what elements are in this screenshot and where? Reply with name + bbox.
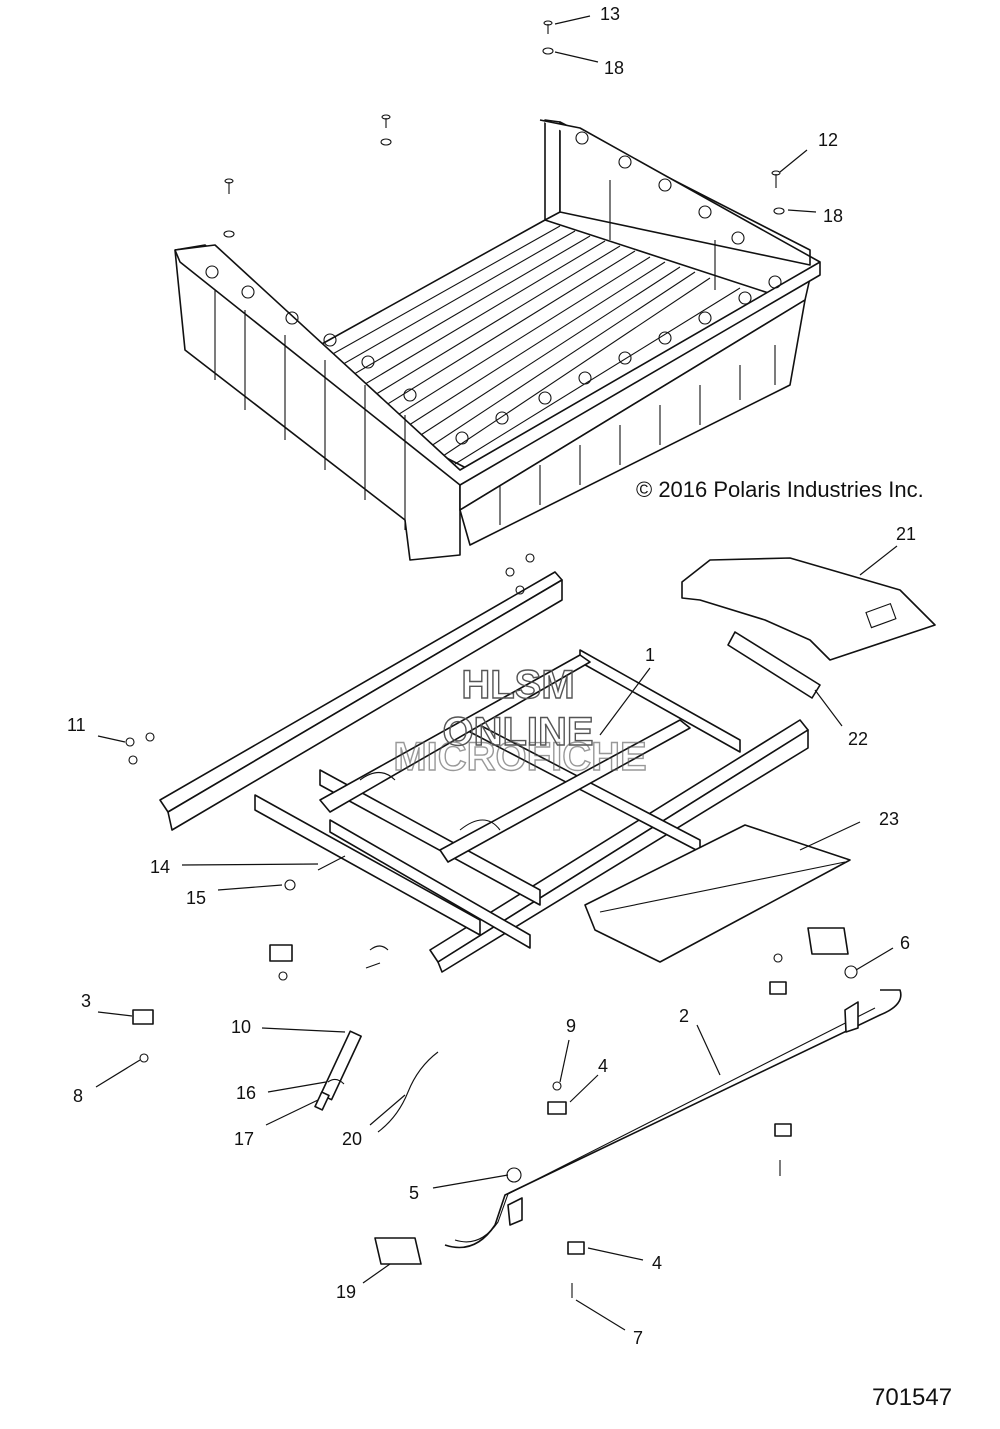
callout-14: 14 [150,857,170,877]
callout-23: 23 [879,809,899,829]
screw-8 [139,1053,149,1063]
callout-11: 11 [67,715,86,735]
bolt-center-top [380,114,392,146]
callout-16: 16 [236,1083,256,1103]
callouts: 13 18 12 18 21 1 22 11 23 14 15 6 3 10 9… [67,4,916,1348]
bolt-14 [317,855,346,871]
grip-6 [807,927,849,955]
watermark-line3: MICROFICHE [393,735,646,779]
callout-4-upper: 4 [598,1056,608,1076]
grip-19 [374,1237,422,1265]
callout-17: 17 [234,1129,254,1149]
nut-15 [284,879,296,891]
watermark-line2: ONLINE [442,710,593,754]
panel-21-label [865,602,897,629]
panel-21 [681,557,936,661]
bolt-12 [771,170,781,188]
callout-21: 21 [896,524,916,544]
clip-16 [327,1078,345,1085]
nut-9 [552,1081,562,1091]
pin-upper [365,945,389,969]
pin-17 [314,1091,330,1111]
callout-8: 8 [73,1086,83,1106]
spring-5 [506,1167,522,1183]
watermark-line1: HLSM [461,663,574,707]
leader-lines [95,15,898,1331]
callout-5: 5 [409,1183,419,1203]
bumper-3 [132,1009,154,1025]
bushing-4-lower [567,1241,585,1255]
callout-3: 3 [81,991,91,1011]
callout-22: 22 [848,729,868,749]
callout-19: 19 [336,1282,356,1302]
reference-number: 701547 [872,1384,952,1411]
washer-18-top [542,47,554,55]
callout-1: 1 [645,645,655,665]
callout-6: 6 [900,933,910,953]
callout-18-right: 18 [823,206,843,226]
callout-20: 20 [342,1129,362,1149]
shield-23 [584,824,851,963]
watermark: HLSM ONLINE MICROFICHE [393,662,648,779]
bushing-4-upper [547,1101,567,1115]
callout-10: 10 [231,1017,251,1037]
bushing-right [774,1123,792,1137]
cargo-box [174,119,821,561]
trim-22 [727,631,821,699]
copyright-notice: © 2016 Polaris Industries Inc. [636,477,924,502]
callout-13: 13 [600,4,620,24]
callout-9: 9 [566,1016,576,1036]
callout-2: 2 [679,1006,689,1026]
bolts-11 [125,553,535,765]
bumper-upper [269,944,293,962]
nut-mid [773,953,783,963]
screw-upper [278,971,288,981]
cable-20 [377,1051,439,1133]
rod-10 [319,1030,362,1101]
bolt-13 [543,20,553,34]
callout-4-lower: 4 [652,1253,662,1273]
callout-15: 15 [186,888,206,908]
bolt-left-top [223,178,235,238]
bushing-mid [769,981,787,995]
cargo-frame [159,571,809,973]
callout-7: 7 [633,1328,643,1348]
latch-bar [444,989,902,1249]
washer-18-right [773,207,785,215]
callout-18-top: 18 [604,58,624,78]
spring-6 [844,965,858,979]
callout-12: 12 [818,130,838,150]
